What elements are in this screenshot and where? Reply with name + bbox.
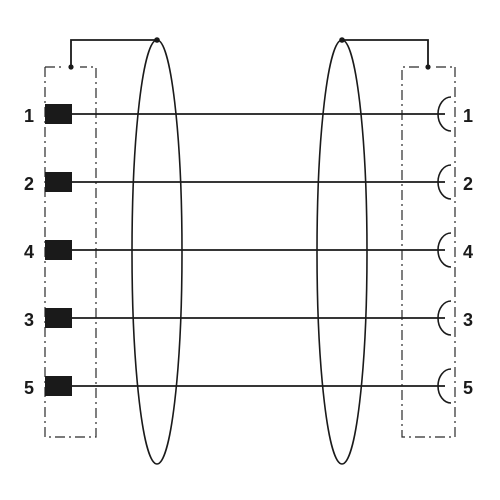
male-pin-block <box>45 104 72 124</box>
right-shield-wire <box>342 39 429 69</box>
left-pin-label: 1 <box>24 106 34 126</box>
male-pin-block <box>45 376 72 396</box>
left-pin-label: 2 <box>24 174 34 194</box>
left-pin-label: 4 <box>24 242 34 262</box>
female-socket-icon <box>437 96 452 132</box>
left-shield-terminal-dot <box>68 64 74 70</box>
right-pin-label: 3 <box>463 310 473 330</box>
left-pin-label: 5 <box>24 378 34 398</box>
right-connector-outline <box>401 66 456 438</box>
wire-row: 4 4 <box>24 232 473 268</box>
right-pin-label: 2 <box>463 174 473 194</box>
male-pin-block <box>45 172 72 192</box>
left-shield-wire <box>70 39 157 69</box>
wire-row: 3 3 <box>24 300 473 336</box>
right-pin-label: 4 <box>463 242 473 262</box>
right-shield-ellipse <box>316 39 368 465</box>
left-shield-ellipse <box>131 39 183 465</box>
female-socket-icon <box>437 164 452 200</box>
wire-row: 5 5 <box>24 368 473 404</box>
female-socket-icon <box>437 300 452 336</box>
female-socket-icon <box>437 368 452 404</box>
male-pin-block <box>45 240 72 260</box>
male-pin-block <box>45 308 72 328</box>
left-pin-label: 3 <box>24 310 34 330</box>
wire-row: 1 1 <box>24 96 473 132</box>
right-pin-label: 5 <box>463 378 473 398</box>
female-socket-icon <box>437 232 452 268</box>
wire-row: 2 2 <box>24 164 473 200</box>
right-pin-label: 1 <box>463 106 473 126</box>
right-shield-terminal-dot <box>425 64 431 70</box>
